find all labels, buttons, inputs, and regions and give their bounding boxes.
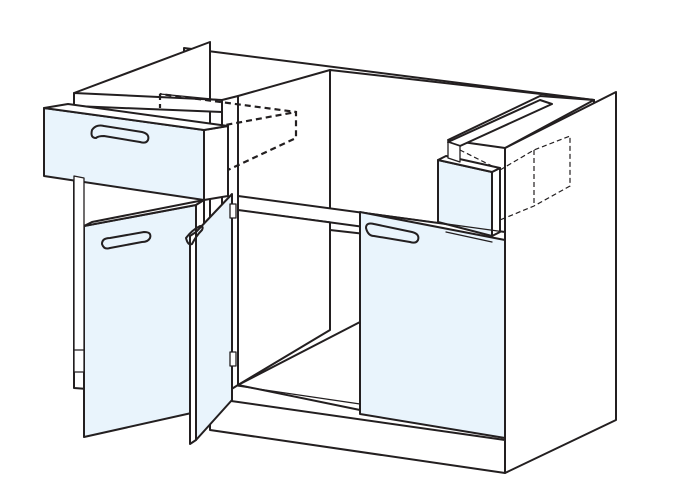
drawer[interactable] xyxy=(43,103,229,201)
bar-handle-icon[interactable] xyxy=(90,124,150,144)
right-door-panel[interactable] xyxy=(359,211,506,439)
left-side-front-edge xyxy=(73,175,85,373)
left-door[interactable] xyxy=(83,199,205,438)
bar-handle-icon[interactable] xyxy=(101,231,152,250)
left-door-panel[interactable] xyxy=(83,204,197,438)
right-pullout-front-panel[interactable] xyxy=(437,159,493,237)
right-pullout-edge xyxy=(491,167,501,237)
right-pullout-back-frame xyxy=(447,141,461,163)
cabinet-right-side-panel xyxy=(504,91,617,474)
center-door[interactable] xyxy=(185,193,237,445)
hinge-icon xyxy=(229,351,237,367)
cabinet-center-divider-side xyxy=(237,69,331,386)
hinge-icon xyxy=(229,203,237,219)
right-pullout-dashed-outline xyxy=(459,135,571,221)
right-pullout[interactable] xyxy=(437,99,553,243)
bar-handle-icon[interactable] xyxy=(365,222,420,244)
right-door[interactable] xyxy=(359,211,506,439)
drawer-front-top-edge xyxy=(43,103,229,131)
rail-detail-lines xyxy=(159,93,506,405)
bar-handle-icon[interactable] xyxy=(185,225,204,246)
drawer-front-edge xyxy=(203,125,229,201)
center-door-edge xyxy=(189,231,197,445)
